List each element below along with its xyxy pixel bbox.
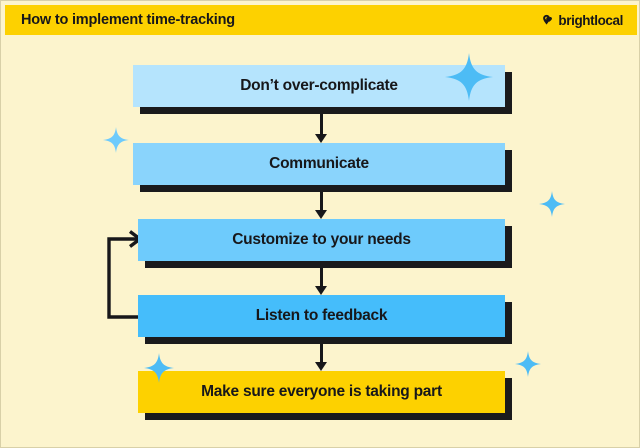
flow-step-1[interactable]: Don’t over-complicate [133,65,512,114]
header-bar: How to implement time-tracking brightloc… [5,5,637,35]
flow-step-5[interactable]: Make sure everyone is taking part [138,371,512,420]
flow-step-4-label: Listen to feedback [255,307,388,324]
flow-step-3[interactable]: Customize to your needs [138,219,512,268]
brand-logo: brightlocal [542,13,623,28]
flow-step-3-face [138,219,505,261]
flow-step-3-label: Customize to your needs [232,231,411,248]
page-title: How to implement time-tracking [21,12,235,28]
location-pin-heart-icon [543,14,553,25]
sparkle-icon-bottom-right [515,351,541,377]
flow-step-5-face [138,371,505,413]
flow-step-1-label: Don’t over-complicate [240,77,398,94]
brand-name: brightlocal [558,12,623,28]
sparkle-icon-mid-right [539,191,565,217]
flow-step-2-face [133,143,505,185]
flow-step-4-face [138,295,505,337]
flow-step-5-label: Make sure everyone is taking part [201,383,442,400]
sparkle-icon-mid-left [103,127,129,153]
flow-step-1-face [133,65,505,107]
flow-step-2-label: Communicate [269,155,369,172]
flow-step-2[interactable]: Communicate [133,143,512,192]
flow-step-4[interactable]: Listen to feedback [138,295,512,344]
